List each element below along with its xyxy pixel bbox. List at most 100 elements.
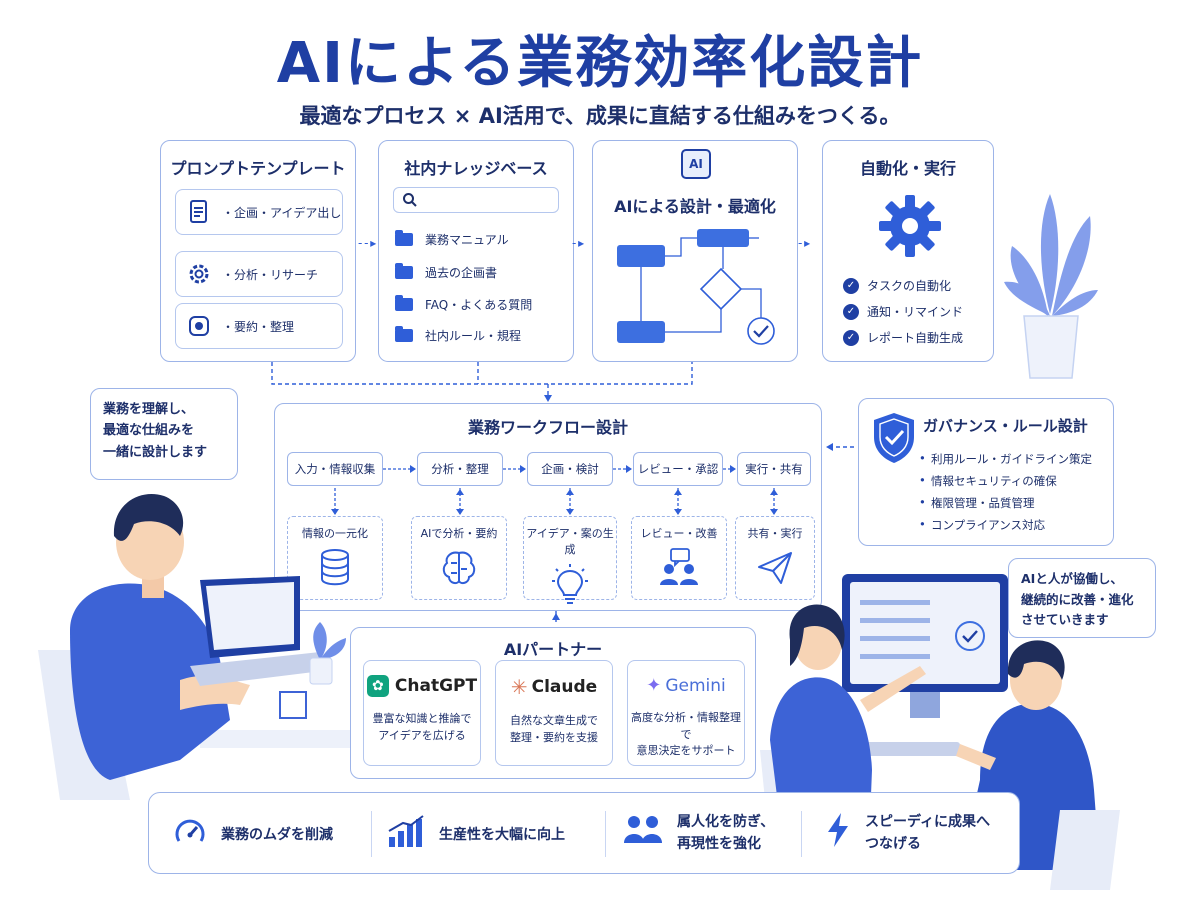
partner-desc: 自然な文章生成で: [510, 714, 598, 727]
workflow-step-review[interactable]: レビュー・承認: [633, 452, 723, 486]
ai-partner-card: AIパートナー ✿ChatGPT 豊富な知識と推論でアイデアを広げる ✳Clau…: [350, 627, 756, 779]
partner-desc: 意思決定をサポート: [636, 744, 736, 757]
gear-icon: [879, 195, 941, 257]
check-icon: ✓: [843, 329, 859, 346]
growth-chart-icon: [387, 815, 425, 853]
divider: [371, 811, 372, 857]
kb-item-manual[interactable]: 業務マニュアル: [395, 230, 509, 248]
workflow-sub-ai-analysis: AIで分析・要約: [411, 516, 507, 600]
prompt-item-summary[interactable]: ・要約・整理: [175, 303, 343, 349]
kb-item-proposals[interactable]: 過去の企画書: [395, 263, 497, 281]
shield-icon: [874, 413, 914, 463]
bubble-line: 最適な仕組みを: [103, 423, 195, 439]
automation-item-label: レポート自動生成: [867, 331, 964, 345]
workflow-card: 業務ワークフロー設計 入力・情報収集 分析・整理 企画・検討 レビュー・承認 実…: [274, 403, 822, 611]
kb-item-label: 業務マニュアル: [425, 233, 509, 247]
speech-bubble-right: AIと人が協働し、 継続的に改善・進化 させていきます: [1008, 558, 1156, 638]
partner-desc: 豊富な知識と推論で: [372, 712, 472, 725]
knowledge-base-title: 社内ナレッジベース: [404, 159, 548, 178]
kb-item-label: FAQ・よくある質問: [425, 298, 533, 312]
arrow-right-icon: - - ▸: [358, 236, 376, 250]
workflow-step-execute[interactable]: 実行・共有: [737, 452, 811, 486]
divider: [801, 811, 802, 857]
workflow-step-input[interactable]: 入力・情報収集: [287, 452, 383, 486]
governance-title: ガバナンス・ルール設計: [923, 417, 1088, 435]
prompt-item-analysis[interactable]: ・分析・リサーチ: [175, 251, 343, 297]
automation-item-label: タスクの自動化: [867, 279, 952, 293]
lightbulb-icon: [524, 563, 616, 605]
workflow-step-planning[interactable]: 企画・検討: [527, 452, 613, 486]
governance-card: ガバナンス・ルール設計 利用ルール・ガイドライン策定 情報セキュリティの確保 権…: [858, 398, 1114, 546]
plant-illustration: [1004, 194, 1098, 379]
kb-item-faq[interactable]: FAQ・よくある質問: [395, 295, 533, 313]
flowchart-icon: [617, 229, 775, 345]
benefit-label: 再現性を強化: [677, 836, 761, 852]
automation-title: 自動化・実行: [859, 159, 956, 178]
kb-item-label: 社内ルール・規程: [425, 329, 522, 343]
bubble-line: 業務を理解し、: [103, 402, 195, 417]
prompt-item-ideation[interactable]: ・企画・アイデア出し: [175, 189, 343, 235]
workflow-sub-ideas: アイデア・案の生成: [523, 516, 617, 604]
workflow-sub-label: 情報の一元化: [302, 527, 368, 540]
knowledge-base-card: 社内ナレッジベース 業務マニュアル 過去の企画書 FAQ・よくある質問 社内ルー…: [378, 140, 574, 362]
folder-icon: [395, 295, 413, 311]
benefit-label: スピーディに成果へ: [865, 814, 991, 831]
governance-item: 利用ルール・ガイドライン策定: [919, 451, 1092, 467]
benefit-speed: スピーディに成果へつなげる: [825, 793, 990, 875]
benefit-reduce-waste: 業務のムダを削減: [173, 793, 333, 875]
person-laptop-illustration: [38, 493, 360, 800]
benefit-productivity: 生産性を大幅に向上: [387, 793, 565, 875]
benefits-bar: 業務のムダを削減 生産性を大幅に向上 属人化を防ぎ、再現性を強化 スピーディに成…: [148, 792, 1020, 874]
workflow-sub-label: 共有・実行: [747, 527, 803, 540]
check-icon: ✓: [843, 303, 859, 320]
governance-item: コンプライアンス対応: [919, 517, 1045, 533]
governance-item: 情報セキュリティの確保: [919, 473, 1057, 489]
workflow-title: 業務ワークフロー設計: [467, 418, 628, 437]
people-chat-icon: [632, 547, 726, 589]
search-icon: [402, 192, 418, 212]
ai-chip-icon: AI: [681, 149, 711, 179]
ai-design-title: AIによる設計・最適化: [614, 197, 776, 216]
benefit-label: 生産性を大幅に向上: [439, 827, 565, 843]
workflow-sub-label: AIで分析・要約: [420, 527, 498, 540]
automation-item-notify: ✓ 通知・リマインド: [843, 303, 963, 320]
folder-icon: [395, 230, 413, 246]
automation-item-report: ✓ レポート自動生成: [843, 329, 963, 346]
brain-icon: [412, 547, 506, 587]
workflow-arrows: [331, 465, 778, 515]
partner-desc: 高度な分析・情報整理で: [631, 711, 741, 741]
automation-card: 自動化・実行 ✓ タスクの自動化 ✓ 通知・リマインド ✓ レポート自動生成: [822, 140, 994, 362]
divider: [605, 811, 606, 857]
document-icon: [186, 199, 212, 225]
partner-gemini[interactable]: ✦Gemini 高度な分析・情報整理で意思決定をサポート: [627, 660, 745, 766]
arrow-right-icon: - ▸: [798, 236, 810, 250]
governance-item: 権限管理・品質管理: [919, 495, 1034, 511]
speedometer-icon: [173, 815, 207, 853]
ai-design-card: AI AIによる設計・最適化: [592, 140, 798, 362]
ai-partner-title: AIパートナー: [503, 640, 603, 659]
partner-name: Gemini: [665, 675, 726, 696]
team-icon: [623, 813, 663, 855]
workflow-sub-label: レビュー・改善: [640, 527, 718, 540]
automation-item-label: 通知・リマインド: [867, 305, 964, 319]
prompt-template-title: プロンプトテンプレート: [170, 159, 346, 178]
knowledge-search-input[interactable]: [393, 187, 559, 213]
database-icon: [288, 547, 382, 587]
gear-icon: [186, 261, 212, 287]
workflow-step-analysis[interactable]: 分析・整理: [417, 452, 503, 486]
partner-name: ChatGPT: [394, 676, 478, 696]
partner-chatgpt[interactable]: ✿ChatGPT 豊富な知識と推論でアイデアを広げる: [363, 660, 481, 766]
gemini-logo-icon: ✦: [646, 675, 662, 696]
benefit-label: 属人化を防ぎ、: [677, 814, 775, 831]
kb-item-rules[interactable]: 社内ルール・規程: [395, 326, 522, 344]
target-icon: [186, 313, 212, 339]
prompt-item-label: ・企画・アイデア出し: [222, 205, 342, 220]
partner-claude[interactable]: ✳Claude 自然な文章生成で整理・要約を支援: [495, 660, 613, 766]
prompt-item-label: ・分析・リサーチ: [222, 267, 319, 282]
paper-plane-icon: [736, 547, 814, 587]
bubble-line: 継続的に改善・進化: [1021, 591, 1134, 607]
arrow-right-icon: - ▸: [572, 236, 584, 250]
chatgpt-logo-icon: ✿: [366, 675, 389, 697]
partner-desc: アイデアを広げる: [378, 728, 466, 742]
